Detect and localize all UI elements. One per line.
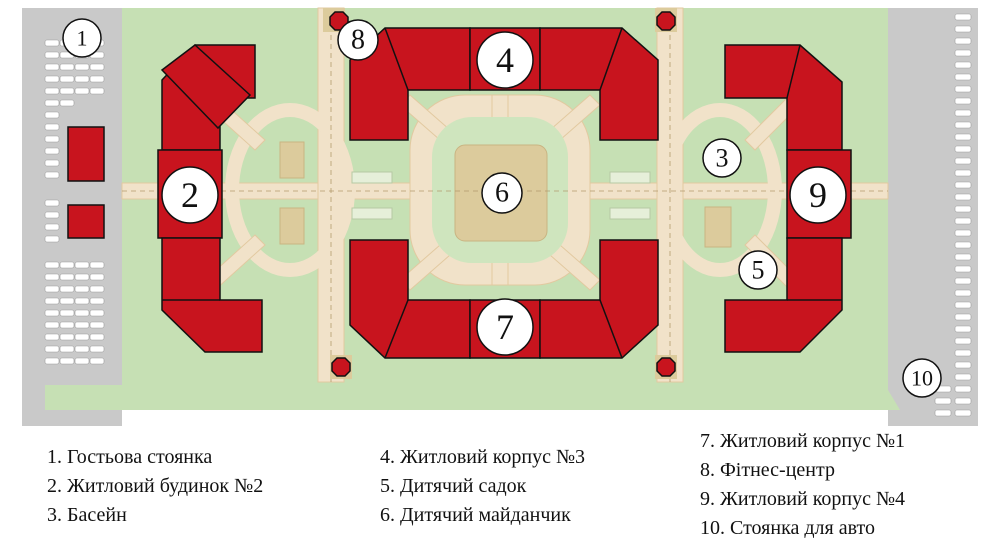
marker-8: 8: [337, 19, 379, 61]
courtyard-structures: [279, 141, 732, 248]
marker-5: 5: [738, 250, 778, 290]
legend-item-4: 4. Житловий корпус №3: [380, 446, 586, 468]
legend-item-6: 6. Дитячий майданчик: [380, 504, 571, 526]
marker-4: 4: [476, 31, 534, 89]
legend-column-3: 7. Житловий корпус №1 8. Фітнес-центр 9.…: [700, 427, 905, 543]
site-plan-map: 1 2 3 4 5 6 7 8 9 10: [22, 7, 978, 426]
parked-cars-left: [44, 39, 105, 365]
parking-building-large: [67, 126, 105, 182]
marker-10-label: 10: [911, 366, 933, 391]
legend-item-3: 3. Басейн: [47, 504, 127, 526]
legend-item-5: 5. Дитячий садок: [380, 475, 527, 497]
marker-5-label: 5: [752, 256, 765, 285]
marker-3: 3: [702, 138, 742, 178]
marker-8-label: 8: [351, 25, 365, 56]
marker-7-label: 7: [496, 307, 514, 347]
marker-9-label: 9: [809, 175, 827, 215]
legend-item-8: 8. Фітнес-центр: [700, 459, 835, 481]
legend-item-7: 7. Житловий корпус №1: [700, 430, 906, 452]
legend-item-2: 2. Житловий будинок №2: [47, 475, 264, 497]
benches: [351, 171, 651, 220]
marker-7: 7: [476, 298, 534, 356]
parking-building-small: [67, 204, 105, 239]
marker-2: 2: [161, 166, 219, 224]
legend-item-1: 1. Гостьова стоянка: [47, 446, 213, 468]
kiosk-octagons: [323, 8, 677, 379]
legend-item-9: 9. Житловий корпус №4: [700, 488, 906, 510]
marker-6-label: 6: [495, 178, 509, 209]
marker-6: 6: [481, 172, 523, 214]
marker-1: 1: [62, 18, 102, 58]
parked-cars-right: [934, 13, 972, 417]
marker-1-label: 1: [77, 26, 88, 51]
marker-2-label: 2: [181, 175, 199, 215]
marker-3-label: 3: [716, 144, 729, 173]
marker-10: 10: [902, 358, 942, 398]
legend-item-10: 10. Стоянка для авто: [700, 517, 876, 539]
marker-9: 9: [789, 166, 847, 224]
legend-column-1: 1. Гостьова стоянка 2. Житловий будинок …: [47, 443, 263, 530]
marker-4-label: 4: [496, 40, 514, 80]
legend-column-2: 4. Житловий корпус №3 5. Дитячий садок 6…: [380, 443, 585, 530]
